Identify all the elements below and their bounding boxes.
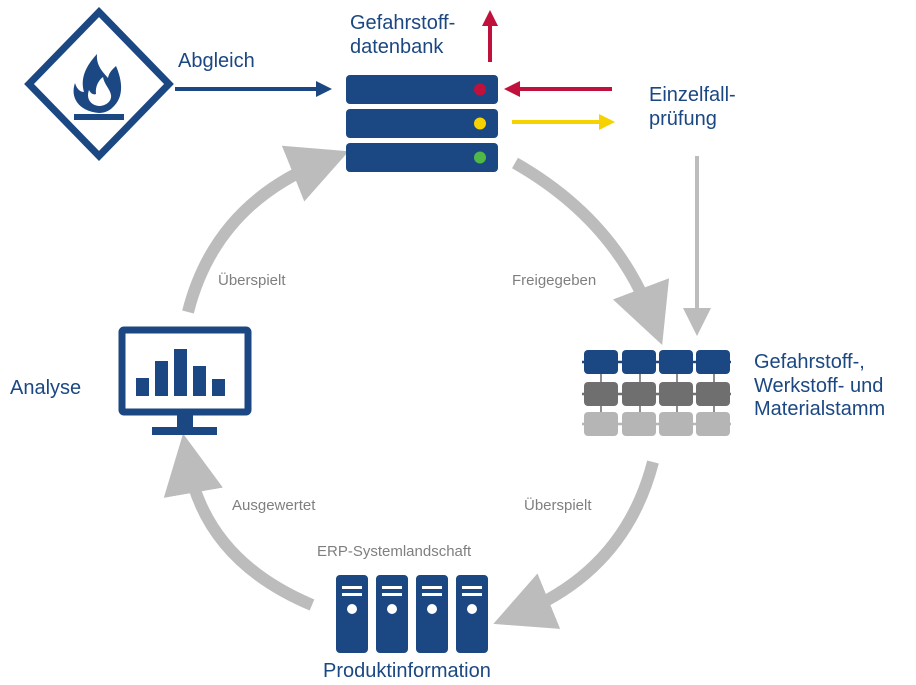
arrow-analyse-to-database (182, 145, 349, 314)
stamm-label: Gefahrstoff-, Werkstoff- und Materialsta… (754, 351, 885, 422)
tower-servers-icon (336, 575, 488, 653)
erp-title: Produktinformation (323, 660, 491, 682)
erp-caption: ERP-Systemlandschaft (317, 543, 472, 560)
database-label-line1: Gefahrstoff- (350, 12, 456, 34)
status-light-green (474, 151, 486, 164)
status-light-yellow (474, 117, 486, 130)
server-stack-icon (346, 75, 498, 172)
freigegeben-label: Freigegeben (512, 272, 597, 289)
arrow-database-to-stamm (512, 157, 670, 345)
master-data-grid-icon (582, 350, 731, 436)
analyse-label: Analyse (10, 377, 82, 399)
flammable-hazard-icon (24, 6, 174, 162)
monitor-bar-chart-icon (118, 326, 252, 435)
einzelfall-label-line2: prüfung (649, 107, 717, 130)
ausgewertet-label: Ausgewertet (232, 497, 316, 514)
ueberspielt-left-label: Überspielt (218, 272, 286, 289)
database-label-line2: datenbank (350, 35, 444, 58)
stamm-label-line3: Materialstamm (754, 398, 886, 421)
database-label: Gefahrstoff- datenbank (350, 12, 455, 59)
einzelfall-label: Einzelfall- prüfung (649, 84, 736, 131)
abgleich-label: Abgleich (178, 50, 255, 72)
ueberspielt-right-label: Überspielt (524, 497, 592, 514)
stamm-label-line2: Werkstoff- und (754, 374, 884, 397)
stamm-label-line1: Gefahrstoff-, (754, 351, 865, 373)
arrow-stamm-to-erp (493, 460, 659, 629)
status-light-red (474, 83, 486, 96)
einzelfall-label-line1: Einzelfall- (649, 84, 736, 106)
arrow-erp-to-analyse (163, 433, 315, 611)
